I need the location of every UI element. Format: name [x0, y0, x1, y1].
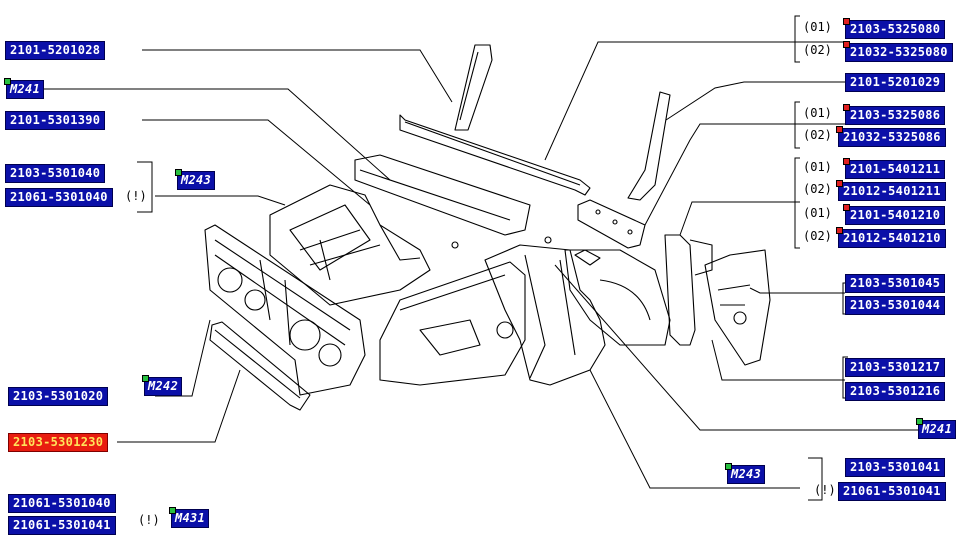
part-label-m431[interactable]: M431	[169, 507, 210, 528]
red-marker-icon	[843, 204, 850, 211]
exclamation-note-left-1: (!)	[125, 189, 147, 203]
part-label-m243-right[interactable]: M243	[725, 463, 766, 484]
variant-note-01-c: (01)	[803, 160, 832, 174]
variant-note-02-a: (02)	[803, 43, 832, 57]
green-marker-icon	[916, 418, 923, 425]
exclamation-note-right: (!)	[814, 483, 836, 497]
green-marker-icon	[725, 463, 732, 470]
green-marker-icon	[169, 507, 176, 514]
red-marker-icon	[836, 126, 843, 133]
part-label-m241-left[interactable]: M241	[4, 78, 45, 99]
body-parts-drawing	[204, 44, 771, 411]
part-label-2103-5301217[interactable]: 2103-5301217	[845, 358, 946, 377]
red-marker-icon	[843, 18, 850, 25]
variant-note-01-b: (01)	[803, 106, 832, 120]
part-label-m242[interactable]: M242	[142, 375, 183, 396]
part-label-2101-5201028[interactable]: 2101-5201028	[5, 41, 106, 60]
red-marker-icon	[843, 41, 850, 48]
part-label-2103-5325086[interactable]: 2103-5325086	[843, 104, 946, 125]
leader-lines	[43, 15, 918, 501]
part-label-2103-5301216[interactable]: 2103-5301216	[845, 382, 946, 401]
exclamation-note-left-2: (!)	[138, 513, 160, 527]
green-marker-icon	[142, 375, 149, 382]
part-label-21061-5301041-right[interactable]: 21061-5301041	[838, 482, 946, 501]
part-label-21012-5401210[interactable]: 21012-5401210	[836, 227, 946, 248]
part-label-2101-5201029[interactable]: 2101-5201029	[845, 73, 946, 92]
part-label-2103-5301020[interactable]: 2103-5301020	[8, 387, 109, 406]
part-label-2101-5301390[interactable]: 2101-5301390	[5, 111, 106, 130]
part-label-21061-5301040-bottom[interactable]: 21061-5301040	[8, 494, 116, 513]
part-label-2101-5401211[interactable]: 2101-5401211	[843, 158, 946, 179]
red-marker-icon	[843, 158, 850, 165]
variant-note-02-d: (02)	[803, 229, 832, 243]
red-marker-icon	[836, 180, 843, 187]
part-label-2103-5301040[interactable]: 2103-5301040	[5, 164, 106, 183]
part-label-2103-5325080[interactable]: 2103-5325080	[843, 18, 946, 39]
part-label-m243-left[interactable]: M243	[175, 169, 216, 190]
part-label-21061-5301041-bottom[interactable]: 21061-5301041	[8, 516, 116, 535]
part-label-21032-5325086[interactable]: 21032-5325086	[836, 126, 946, 147]
part-label-2103-5301045[interactable]: 2103-5301045	[845, 274, 946, 293]
variant-note-02-c: (02)	[803, 182, 832, 196]
part-label-21032-5325080[interactable]: 21032-5325080	[843, 41, 953, 62]
green-marker-icon	[175, 169, 182, 176]
part-label-2103-5301041[interactable]: 2103-5301041	[845, 458, 946, 477]
part-label-2101-5401210[interactable]: 2101-5401210	[843, 204, 946, 225]
red-marker-icon	[836, 227, 843, 234]
part-label-21061-5301040[interactable]: 21061-5301040	[5, 188, 113, 207]
part-label-21012-5401211[interactable]: 21012-5401211	[836, 180, 946, 201]
part-label-2103-5301230-selected[interactable]: 2103-5301230	[8, 433, 109, 452]
variant-note-02-b: (02)	[803, 128, 832, 142]
variant-note-01-d: (01)	[803, 206, 832, 220]
variant-note-01-a: (01)	[803, 20, 832, 34]
green-marker-icon	[4, 78, 11, 85]
red-marker-icon	[843, 104, 850, 111]
part-label-m241-right[interactable]: M241	[916, 418, 957, 439]
part-label-2103-5301044[interactable]: 2103-5301044	[845, 296, 946, 315]
